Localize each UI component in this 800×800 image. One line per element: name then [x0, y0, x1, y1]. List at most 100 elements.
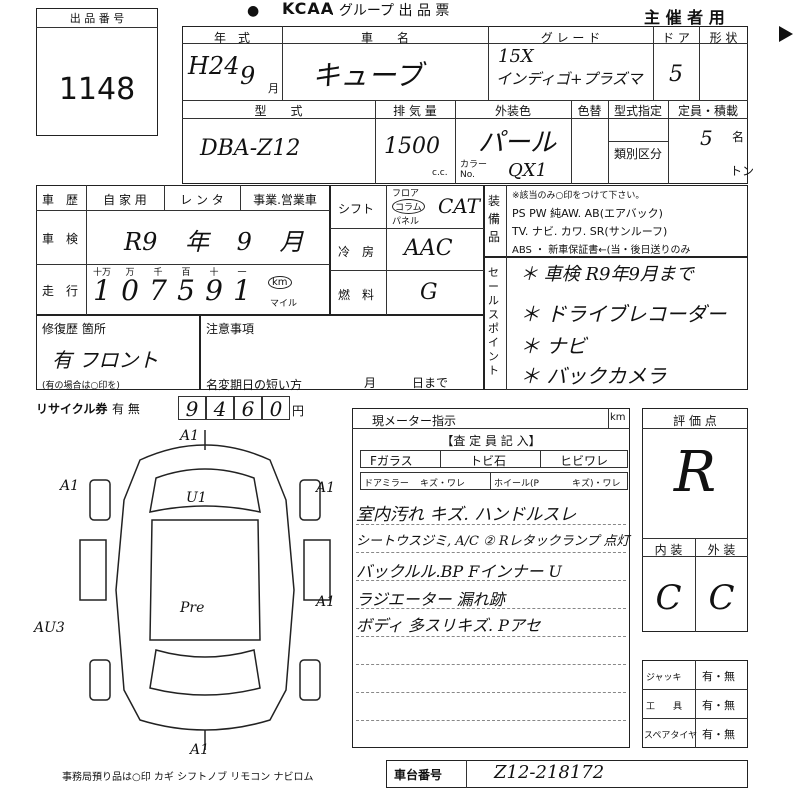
f-glass-row	[360, 450, 628, 468]
lot-number-value: 1148	[58, 72, 136, 107]
inspector-box	[352, 408, 630, 748]
inspector-note-3: バックルル.BP Fインナー U	[356, 562, 562, 581]
equipment-box	[484, 185, 748, 257]
doors-label: ド ア	[662, 31, 690, 45]
exterior-color-label: 外装色	[494, 104, 531, 118]
inspector-note-2: シートウスジミ, A/C ② Rレタックランプ 点灯	[356, 534, 630, 549]
displacement-unit: c.c.	[432, 168, 448, 178]
rental-label[interactable]: レ ン タ	[180, 193, 224, 207]
sales-point-2: ＊ ドライブレコーダー	[520, 302, 727, 326]
mileage-unit-label: 百	[181, 268, 191, 278]
type-designation-label: 型式指定	[613, 104, 662, 118]
recycle-digit: 6	[234, 396, 262, 421]
chassis-value: Z12-218172	[494, 762, 605, 783]
equipment-line-3: ABS ・ 新車保証書←(当・後日送りのみ	[512, 245, 691, 256]
lot-number-label: 出 品 番 号	[69, 12, 125, 25]
tools-value[interactable]: 有・無	[702, 699, 735, 712]
model-label: 型 式	[254, 104, 303, 118]
mileage-digit: 9	[205, 274, 223, 307]
private-label[interactable]: 自 家 用	[103, 193, 147, 207]
mileage-digit: 5	[177, 274, 195, 307]
color-no-label: カラー No.	[460, 160, 488, 180]
mirror-options: キズ・ワレ	[420, 479, 466, 489]
load-unit: トン	[730, 164, 755, 178]
displacement-value: 1500	[384, 134, 440, 159]
mileage-unit-label: 一	[237, 268, 247, 278]
ac-value: AAC	[404, 236, 453, 261]
history-table	[36, 185, 330, 315]
capacity-unit: 名	[732, 130, 745, 144]
mirror-label: ドアミラー	[364, 479, 409, 489]
exterior-label: 外 装	[707, 543, 736, 557]
notes-box	[200, 315, 484, 390]
diagram-mark-rear: A1	[188, 742, 209, 758]
jack-label: ジャッキ	[646, 673, 682, 683]
car-diagram[interactable]: A1 A1 A1 A1 A1 AU3 U1 Pre	[32, 420, 350, 760]
doors-value: 5	[669, 62, 683, 87]
mile-label: マイル	[270, 299, 298, 309]
jack-value[interactable]: 有・無	[702, 670, 735, 683]
km-label: km	[268, 276, 292, 289]
score-value: R	[673, 440, 717, 505]
recycle-label: リサイクル券	[36, 402, 108, 416]
spare-value[interactable]: 有・無	[702, 728, 735, 741]
shape-label: 形 状	[709, 31, 738, 45]
score-label: 評 価 点	[673, 414, 717, 428]
arrow-marker-icon	[779, 26, 793, 42]
business-label[interactable]: 事業.営業車	[253, 193, 317, 207]
history-label: 車 歴	[42, 193, 79, 207]
inspector-label: 【査 定 員 記 入】	[441, 434, 541, 448]
shift-option-panel: パネル	[392, 217, 420, 227]
fuel-label: 燃 料	[338, 288, 375, 302]
grade-label: グ レ ー ド	[540, 31, 601, 45]
inspection-label: 車 検	[42, 232, 79, 246]
vehicle-info-table	[182, 26, 748, 184]
name-change-month-label: 月	[364, 376, 377, 390]
inspector-note-4: ラジエーター 漏れ跡	[356, 590, 505, 609]
chassis-label: 車台番号	[394, 768, 443, 782]
diagram-mark-hood: U1	[186, 490, 207, 506]
org-owner: 主 催 者 用	[644, 8, 725, 27]
equipment-note: ※該当のみ○印をつけて下さい。	[512, 191, 645, 201]
diagram-mark-left-rear: AU3	[32, 620, 65, 636]
inspector-note-1: 室内汚れ キズ. ハンドルスレ	[356, 505, 577, 525]
repair-box	[36, 315, 200, 390]
inspector-note-5: ボディ 多スリキズ. Pアセ	[356, 616, 541, 635]
mirror-row	[360, 472, 628, 490]
notes-label: 注意事項	[206, 322, 255, 336]
year-value: H24	[188, 52, 240, 80]
mileage-digit: 1	[93, 274, 111, 307]
car-name-label: 車 名	[360, 31, 409, 45]
grade-value-1: 15X	[498, 46, 534, 67]
color-change-label: 色替	[577, 104, 602, 118]
color-no-value: QX1	[508, 160, 548, 181]
f-glass-label: Fガラス	[370, 454, 413, 468]
equipment-vertical-label: 装備品	[488, 194, 501, 244]
exterior-value: C	[708, 578, 735, 618]
capacity-value: 5	[700, 126, 713, 150]
diagram-mark-front: A1	[178, 428, 199, 444]
diagram-mark-roof: Pre	[179, 600, 204, 616]
displacement-label: 排 気 量	[393, 104, 437, 118]
equipment-line-1: PS PW 純AW. AB(エアバック)	[512, 207, 663, 220]
org-logo: KCAA	[282, 0, 335, 18]
diagram-mark-right-front: A1	[314, 480, 335, 496]
mileage-digit: 1	[233, 274, 251, 307]
name-change-day-label: 日まで	[412, 376, 449, 390]
fuel-value: G	[420, 280, 438, 305]
spare-label: スペアタイヤ	[644, 731, 698, 741]
sales-point-4: ＊ バックカメラ	[520, 364, 667, 388]
mileage-unit-label: 十	[209, 268, 219, 278]
equipment-specs-table	[330, 185, 484, 315]
org-title: . グループ 出 品 票	[330, 3, 450, 19]
recycle-digit: 9	[178, 396, 206, 421]
diagram-mark-right-rear: A1	[314, 594, 335, 610]
sales-points-box	[484, 257, 748, 390]
capacity-label: 定員・積載	[677, 104, 738, 118]
shift-label: シフト	[338, 202, 375, 216]
month-unit: 月	[268, 82, 279, 95]
inspection-value: R9 年 9 月	[124, 228, 304, 256]
mileage-unit-label: 万	[125, 268, 135, 278]
grade-value-2: インディゴ+プラズマ	[496, 70, 643, 88]
org-logo-icon: ●	[247, 3, 260, 19]
